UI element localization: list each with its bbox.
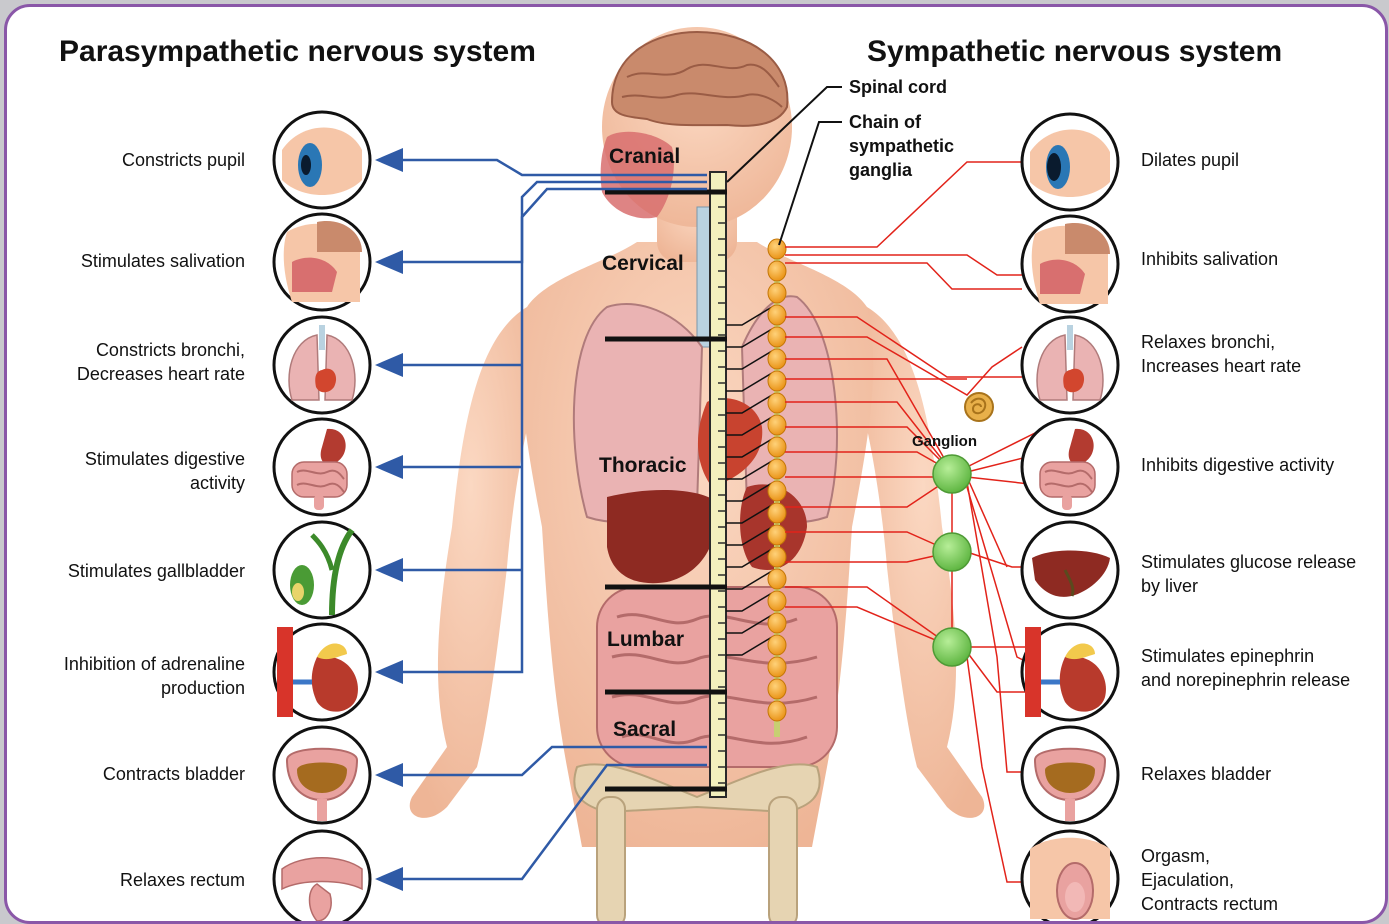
right-femur — [769, 797, 797, 921]
left-femur — [597, 797, 625, 921]
ganglion-nodes — [933, 455, 971, 666]
para-effect-bladder: Contracts bladder — [15, 762, 245, 786]
ganglion-illustration — [965, 393, 993, 421]
sympathetic-chain — [768, 239, 786, 737]
sympathetic-chain-ganglion — [768, 679, 786, 699]
region-cervical: Cervical — [602, 252, 684, 276]
parasympathetic-arrowheads — [375, 148, 403, 891]
left-arm — [410, 307, 532, 818]
sympathetic-chain-ganglion — [768, 635, 786, 655]
bladder-icon — [1022, 727, 1118, 823]
ganglion-label: Ganglion — [912, 433, 977, 450]
lungs-heart-icon — [1022, 317, 1118, 413]
chain-label-line-1: Chain of — [849, 110, 954, 134]
liver-icon — [1022, 522, 1118, 618]
region-cranial: Cranial — [609, 145, 680, 169]
sympathetic-chain-ganglion — [768, 261, 786, 281]
sympathetic-chain-ganglion — [768, 525, 786, 545]
brain — [612, 32, 787, 126]
sympathetic-icons — [1022, 114, 1118, 921]
sympathetic-chain-ganglion — [768, 701, 786, 721]
symp-effect-bronchi-heart: Relaxes bronchi,Increases heart rate — [1141, 330, 1386, 378]
kidney-adrenal-icon — [274, 624, 370, 720]
eye-icon — [1022, 114, 1118, 210]
para-effect-salivation: Stimulates salivation — [15, 249, 245, 273]
kidney-adrenal-icon — [1022, 624, 1118, 720]
bladder-icon — [274, 727, 370, 823]
ganglion-node-inferior-mesenteric — [933, 628, 971, 666]
para-effect-pupil: Constricts pupil — [15, 148, 245, 172]
region-lumbar: Lumbar — [607, 628, 684, 652]
sympathetic-chain-ganglion — [768, 503, 786, 523]
spinal-cord — [710, 172, 726, 797]
sympathetic-chain-ganglion — [768, 327, 786, 347]
chain-ganglia-label: Chain of sympathetic ganglia — [849, 110, 954, 182]
salivary-head-icon — [1022, 216, 1118, 312]
symp-effect-pupil: Dilates pupil — [1141, 148, 1386, 172]
symp-effect-digestive: Inhibits digestive activity — [1141, 453, 1386, 477]
sympathetic-chain-ganglion — [768, 657, 786, 677]
sympathetic-chain-ganglion — [768, 415, 786, 435]
diagram-frame: Parasympathetic nervous system Sympathet… — [4, 4, 1388, 924]
region-sacral: Sacral — [613, 718, 676, 742]
parasympathetic-title: Parasympathetic nervous system — [59, 35, 536, 69]
parasympathetic-icons — [274, 112, 370, 921]
stomach-intestines-icon — [1022, 419, 1118, 515]
sympathetic-chain-ganglion — [768, 459, 786, 479]
region-thoracic: Thoracic — [599, 454, 687, 478]
gallbladder-icon — [274, 522, 370, 618]
sympathetic-chain-ganglion — [768, 481, 786, 501]
sympathetic-chain-ganglion — [768, 569, 786, 589]
para-effect-bronchi-heart: Constricts bronchi,Decreases heart rate — [15, 338, 245, 386]
eye-icon — [274, 112, 370, 208]
sympathetic-chain-ganglion — [768, 591, 786, 611]
sympathetic-chain-ganglion — [768, 349, 786, 369]
chain-label-line-3: ganglia — [849, 158, 954, 182]
sympathetic-chain-ganglion — [768, 371, 786, 391]
stomach-intestines-icon — [274, 419, 370, 515]
rectum-icon — [274, 831, 370, 921]
spinal-cord-label: Spinal cord — [849, 75, 947, 99]
symp-effect-reproductive: Orgasm,Ejaculation,Contracts rectum — [1141, 844, 1386, 916]
chain-label-line-2: sympathetic — [849, 134, 954, 158]
sympathetic-chain-ganglion — [768, 283, 786, 303]
sympathetic-chain-ganglion — [768, 305, 786, 325]
salivary-head-icon — [274, 214, 370, 310]
reproductive-icon — [1022, 831, 1118, 921]
symp-effect-salivation: Inhibits salivation — [1141, 247, 1386, 271]
symp-effect-bladder: Relaxes bladder — [1141, 762, 1386, 786]
ganglion-node-celiac — [933, 455, 971, 493]
sympathetic-title: Sympathetic nervous system — [867, 35, 1282, 69]
ganglion-node-superior-mesenteric — [933, 533, 971, 571]
sympathetic-chain-ganglion — [768, 547, 786, 567]
sympathetic-chain-ganglion — [768, 437, 786, 457]
para-effect-rectum: Relaxes rectum — [15, 868, 245, 892]
sympathetic-chain-ganglion — [768, 239, 786, 259]
lungs-heart-icon — [274, 317, 370, 413]
para-effect-gallbladder: Stimulates gallbladder — [15, 559, 245, 583]
sympathetic-chain-ganglion — [768, 393, 786, 413]
sympathetic-chain-ganglion — [768, 613, 786, 633]
